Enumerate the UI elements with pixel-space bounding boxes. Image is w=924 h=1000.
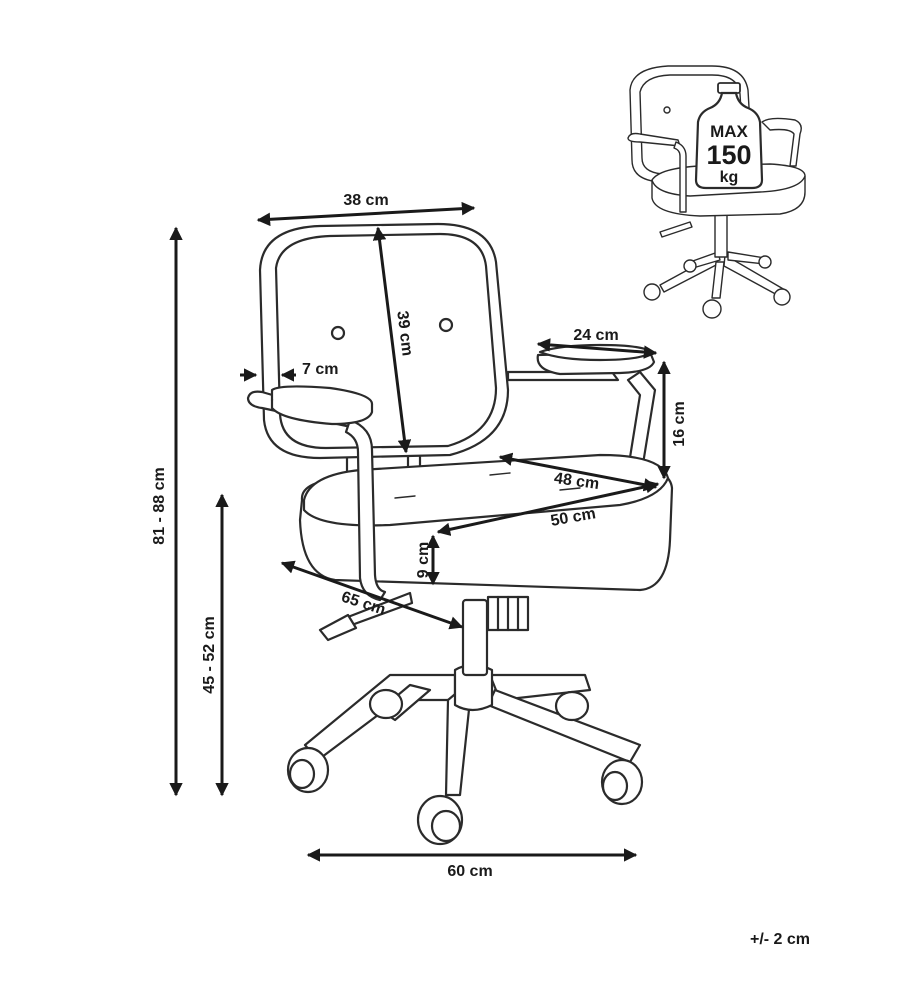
weight-unit-label: kg xyxy=(720,169,739,186)
label-backrest-height: 39 cm xyxy=(393,310,415,357)
dimension-arrows xyxy=(169,201,671,862)
tolerance-label: +/- 2 cm xyxy=(750,931,810,948)
arrow-backrest-height xyxy=(372,226,412,454)
arrow-backrest-width xyxy=(256,201,476,227)
right-armrest xyxy=(506,343,657,472)
label-seat-thickness: 9 cm xyxy=(415,542,432,578)
label-armrest-height: 16 cm xyxy=(671,401,688,446)
weight-capacity-illustration: MAX 150 kg xyxy=(627,65,806,319)
chair-main xyxy=(246,222,674,846)
weight-value-label: 150 xyxy=(706,140,751,170)
arrow-overall-depth xyxy=(280,560,464,630)
label-backrest-depth: 7 cm xyxy=(302,361,338,378)
label-armrest-length: 24 cm xyxy=(573,327,618,344)
dimension-labels: 38 cm 39 cm 7 cm 24 cm 16 cm 48 cm 50 cm… xyxy=(151,192,810,948)
label-backrest-width: 38 cm xyxy=(343,192,388,209)
label-total-height: 81 - 88 cm xyxy=(151,467,168,544)
label-seat-width: 48 cm xyxy=(553,470,600,493)
arrow-seat-depth xyxy=(436,479,660,537)
backrest xyxy=(258,222,510,460)
label-seat-height: 45 - 52 cm xyxy=(201,616,218,693)
weight-badge: MAX 150 kg xyxy=(694,82,764,190)
arrow-armrest-length xyxy=(536,338,658,359)
left-armrest xyxy=(246,385,387,602)
chair-base xyxy=(286,663,644,846)
weight-max-label: MAX xyxy=(710,122,748,141)
gas-cylinder xyxy=(461,595,530,677)
label-base-width: 60 cm xyxy=(447,863,492,880)
